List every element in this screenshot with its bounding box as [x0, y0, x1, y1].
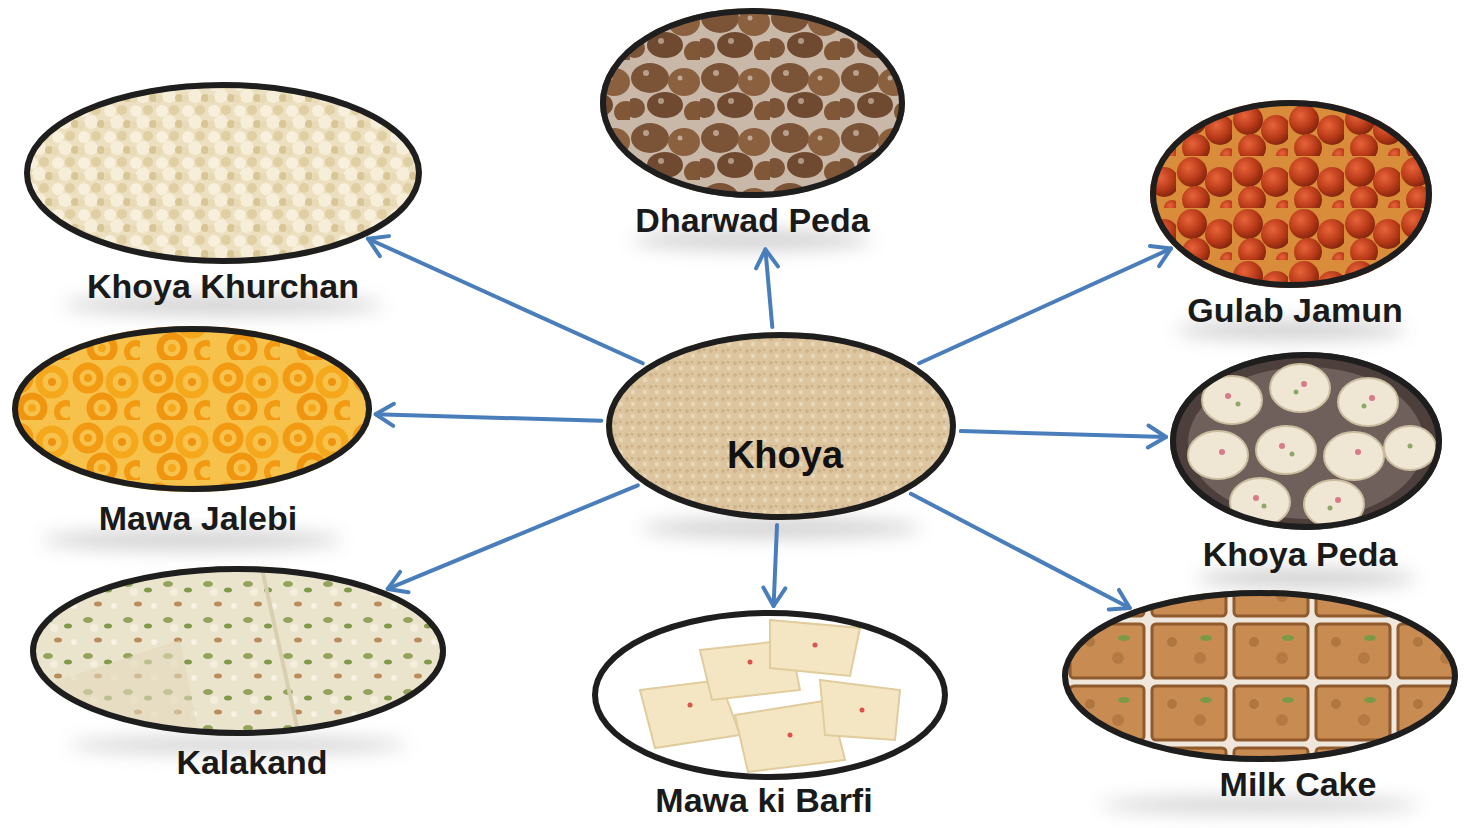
arrow-connector [765, 249, 772, 327]
source-label: Khoya [727, 435, 843, 477]
product-label: Kalakand [176, 744, 327, 781]
circle-border [609, 335, 953, 517]
dharwad-peda-picture [590, 0, 920, 210]
mawa-jalebi-picture [8, 320, 378, 500]
label-slot: Gulab Jamun [1187, 292, 1402, 329]
label-slot: Dharwad Peda [635, 202, 869, 239]
circle-outline [1150, 100, 1432, 288]
label-slot: Mawa ki Barfi [655, 782, 872, 819]
khoya-picture [600, 326, 962, 526]
product-circle: Khoya Khurchan [24, 82, 422, 305]
product-circle: Kalakand [30, 566, 446, 781]
product-label: Khoya Peda [1203, 536, 1398, 573]
circle-outline [592, 610, 948, 780]
mawa-ki-barfi-picture [585, 605, 955, 790]
product-label: Gulab Jamun [1187, 292, 1402, 329]
khoya-peda-picture [1165, 348, 1450, 538]
product-circle: Milk Cake [1062, 590, 1458, 803]
product-label: Khoya Khurchan [87, 268, 359, 305]
arrow-connector [388, 485, 638, 589]
arrow-connector [911, 494, 1130, 608]
circle-border [15, 329, 369, 489]
source-circle: Khoya [606, 332, 956, 520]
circle-outline [24, 82, 422, 264]
circle-border [1173, 355, 1439, 527]
arrow-connector [376, 414, 602, 421]
label-slot: Mawa Jalebi [99, 500, 297, 537]
product-circle: Mawa Jalebi [12, 326, 372, 537]
gulab-jamun-picture [1145, 95, 1440, 295]
product-circle: Mawa ki Barfi [592, 610, 948, 819]
circle-outline [1170, 352, 1442, 530]
circle-outline [30, 566, 446, 736]
circle-outline [1062, 590, 1458, 762]
arrow-connector [919, 249, 1171, 364]
circle-border [595, 613, 945, 777]
label-slot: Khoya Peda [1203, 536, 1398, 573]
arrow-connector [368, 239, 643, 364]
label-slot: Khoya Khurchan [87, 268, 359, 305]
product-label: Mawa Jalebi [99, 500, 297, 537]
milk-cake-picture [1058, 586, 1466, 768]
product-circle: Dharwad Peda [600, 8, 905, 239]
label-slot: Khoya [727, 435, 843, 477]
circle-border [1065, 593, 1455, 759]
circle-border [27, 85, 419, 261]
circle-border [603, 11, 902, 195]
product-label: Mawa ki Barfi [655, 782, 872, 819]
label-slot: Kalakand [176, 744, 327, 781]
arrow-connector [961, 431, 1166, 437]
label-slot: Milk Cake [1220, 766, 1377, 803]
product-label: Milk Cake [1220, 766, 1377, 803]
product-circle: Khoya Peda [1170, 352, 1442, 573]
circle-border [1153, 103, 1429, 285]
circle-border [33, 569, 443, 733]
circle-outline [12, 326, 372, 492]
product-label: Dharwad Peda [635, 202, 869, 239]
circle-outline [600, 8, 905, 198]
product-circle: Gulab Jamun [1150, 100, 1432, 329]
circle-outline [606, 332, 956, 520]
arrow-connector [774, 525, 777, 606]
